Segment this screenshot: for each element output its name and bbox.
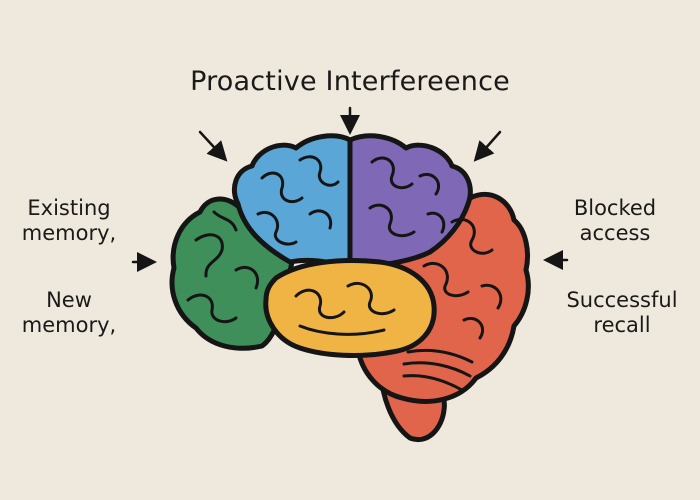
arrow-top-left — [198, 130, 228, 162]
parietal-lobe-right — [347, 133, 473, 271]
temporal-lobe — [263, 258, 437, 358]
diagram-title: Proactive Interfereence — [190, 66, 510, 97]
arrow-top-right — [473, 130, 502, 162]
brain-folds — [186, 155, 503, 392]
